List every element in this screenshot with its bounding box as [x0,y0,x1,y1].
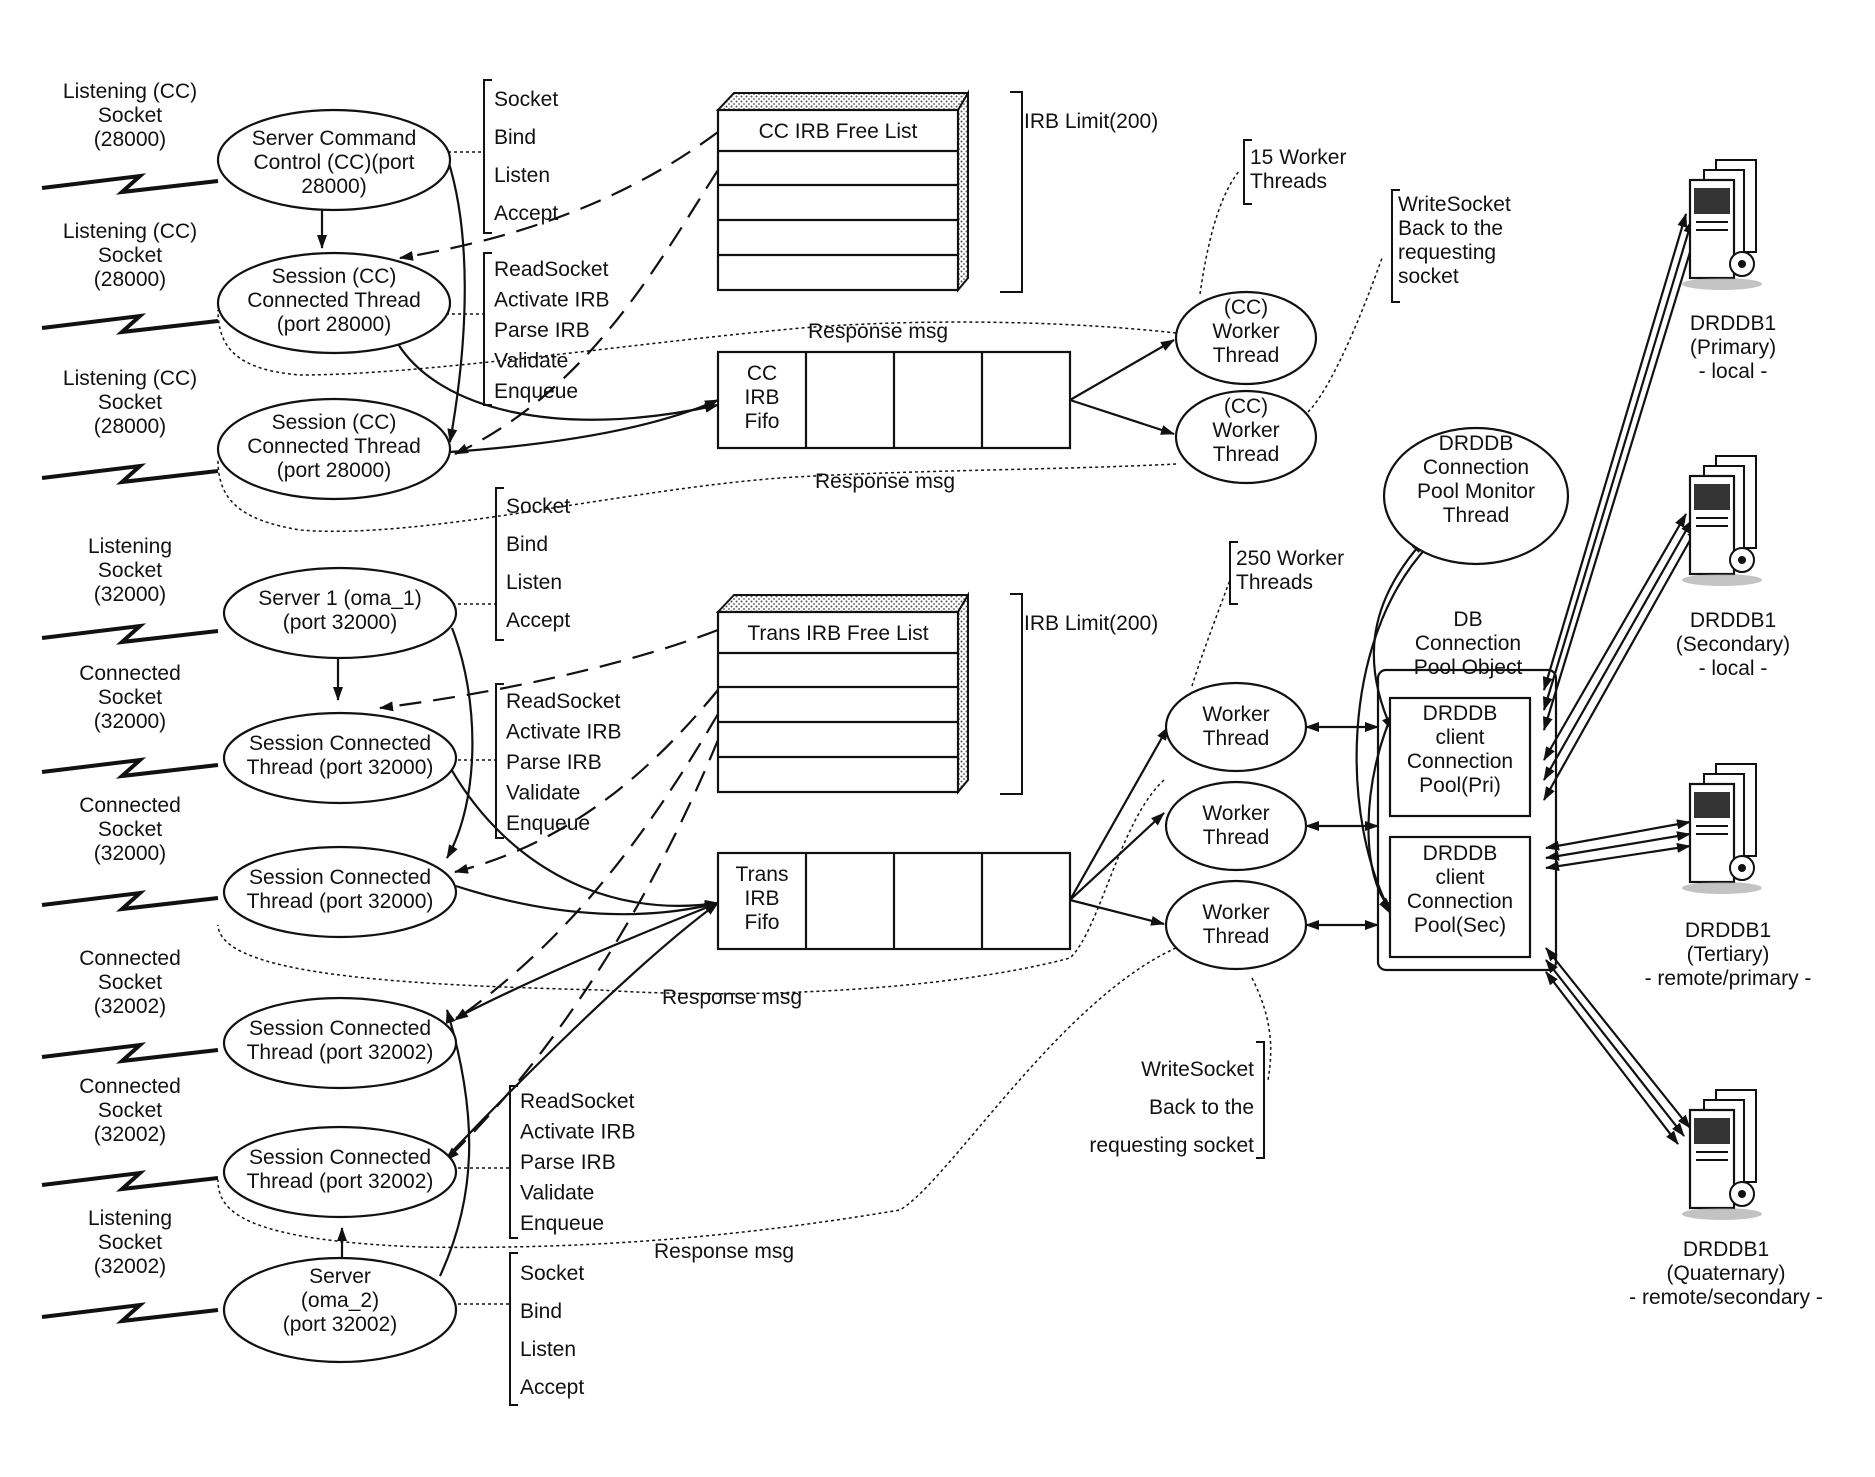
step-brackets: SocketBindListenAccept ReadSocketActivat… [484,80,636,1405]
server-tower-icon [1682,456,1762,586]
lightning-bolt-icon [42,760,218,776]
lightning-bolt-icon [42,176,218,192]
server-tower-icon [1682,160,1762,290]
response-msg-label: Response msg [654,1240,794,1263]
trans-irb-limit: IRB Limit(200) [1024,612,1158,635]
setup-steps-32000: SocketBindListenAccept [506,495,570,632]
trans-free-list-title: Trans IRB Free List [747,622,928,645]
socket-bolts [42,176,218,1321]
setup-steps-32002: SocketBindListenAccept [520,1262,584,1399]
lightning-bolt-icon [42,893,218,909]
cc-fifo-label: CCIRBFifo [744,362,779,433]
socket-label-1: Listening (CC)Socket(28000) [63,220,197,291]
response-msg-label: Response msg [808,320,948,343]
response-msg-label: Response msg [662,986,802,1009]
trans-irb-free-list: Trans IRB Free List IRB Limit(200) [718,594,1158,794]
socket-label-7: ConnectedSocket(32002) [79,1075,181,1146]
session-connected-thread: Session ConnectedThread (port 32000) [247,866,434,913]
server-label-quaternary: DRDDB1(Quaternary)- remote/secondary - [1629,1238,1823,1309]
server-label-secondary: DRDDB1(Secondary)- local - [1676,609,1790,680]
lightning-bolt-icon [42,1045,218,1061]
socket-label-5: ConnectedSocket(32000) [79,794,181,865]
socket-label-3: ListeningSocket(32000) [88,535,172,606]
pool-object-label: DBConnectionPool Object [1414,608,1523,679]
lightning-bolt-icon [42,1305,218,1321]
pool-primary: DRDDBclientConnectionPool(Pri) [1407,702,1513,797]
trans-irb-fifo: TransIRBFifo [718,853,1070,949]
socket-label-6: ConnectedSocket(32002) [79,947,181,1018]
worker-thread: WorkerThread [1202,901,1269,948]
trans-worker-count: 250 WorkerThreads [1236,547,1344,594]
connection-pool: DRDDBConnectionPool MonitorThread DBConn… [1378,428,1568,970]
cc-worker-count: 15 WorkerThreads [1250,146,1346,193]
response-msg-label: Response msg [815,470,955,493]
socket-label-2: Listening (CC)Socket(28000) [63,367,197,438]
worker-thread: WorkerThread [1202,703,1269,750]
irb-steps-32000: ReadSocketActivate IRBParse IRBValidateE… [506,690,622,835]
pool-secondary: DRDDBclientConnectionPool(Sec) [1407,842,1513,937]
socket-label-8: ListeningSocket(32002) [88,1207,172,1278]
session-connected-thread: Session ConnectedThread (port 32002) [247,1146,434,1193]
lightning-bolt-icon [42,316,218,332]
cc-irb-limit: IRB Limit(200) [1024,110,1158,133]
socket-label-0: Listening (CC)Socket(28000) [63,80,197,151]
server-tower-icon [1682,764,1762,894]
worker-thread: WorkerThread [1202,802,1269,849]
server-tower-icon [1682,1090,1762,1220]
server-1-thread: Server 1 (oma_1)(port 32000) [258,587,421,634]
session-connected-thread: Session ConnectedThread (port 32002) [247,1017,434,1064]
cc-free-list-title: CC IRB Free List [759,120,918,143]
socket-labels: Listening (CC)Socket(28000) Listening (C… [63,80,197,1278]
setup-steps-cc: SocketBindListenAccept [494,88,558,225]
pool-to-tertiary [1546,822,1690,868]
thread-ellipses: Server CommandControl (CC)(port28000) Se… [218,110,456,1362]
cc-irb-fifo: CCIRBFifo [718,352,1070,448]
irb-steps-cc: ReadSocketActivate IRBParse IRBValidateE… [494,258,610,403]
session-connected-thread: Session ConnectedThread (port 32000) [247,732,434,779]
write-socket-note-trans: WriteSocketBack to therequesting socket [1089,1058,1254,1157]
lightning-bolt-icon [42,466,218,482]
irb-steps-32002: ReadSocketActivate IRBParse IRBValidateE… [520,1090,636,1235]
server-label-primary: DRDDB1(Primary)- local - [1690,312,1776,383]
lightning-bolt-icon [42,1173,218,1189]
write-socket-note-cc: WriteSocketBack to therequestingsocket [1398,193,1511,288]
server-label-tertiary: DRDDB1(Tertiary)- remote/primary - [1645,919,1812,990]
lightning-bolt-icon [42,626,218,642]
cc-irb-free-list: CC IRB Free List IRB Limit(200) [718,92,1158,292]
socket-label-4: ConnectedSocket(32000) [79,662,181,733]
